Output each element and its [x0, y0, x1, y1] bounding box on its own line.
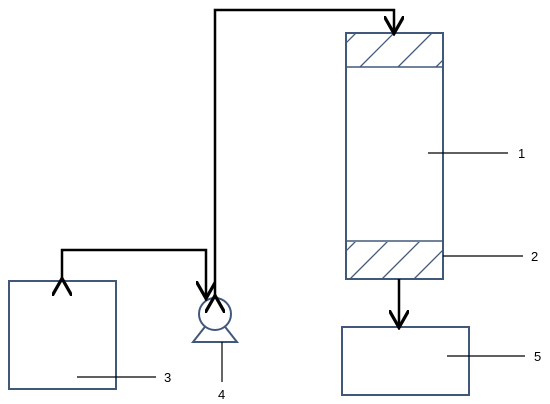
- label-5: 5: [534, 349, 541, 364]
- collection-vessel: [341, 326, 470, 396]
- label-4: 4: [218, 387, 225, 402]
- column-vessel: [345, 32, 444, 280]
- label-2: 2: [531, 249, 538, 264]
- pipe-pump-to-column: [215, 8, 394, 298]
- feed-tank: [8, 280, 117, 390]
- label-3: 3: [164, 370, 171, 385]
- pump-icon: [190, 297, 240, 343]
- label-1: 1: [518, 146, 525, 161]
